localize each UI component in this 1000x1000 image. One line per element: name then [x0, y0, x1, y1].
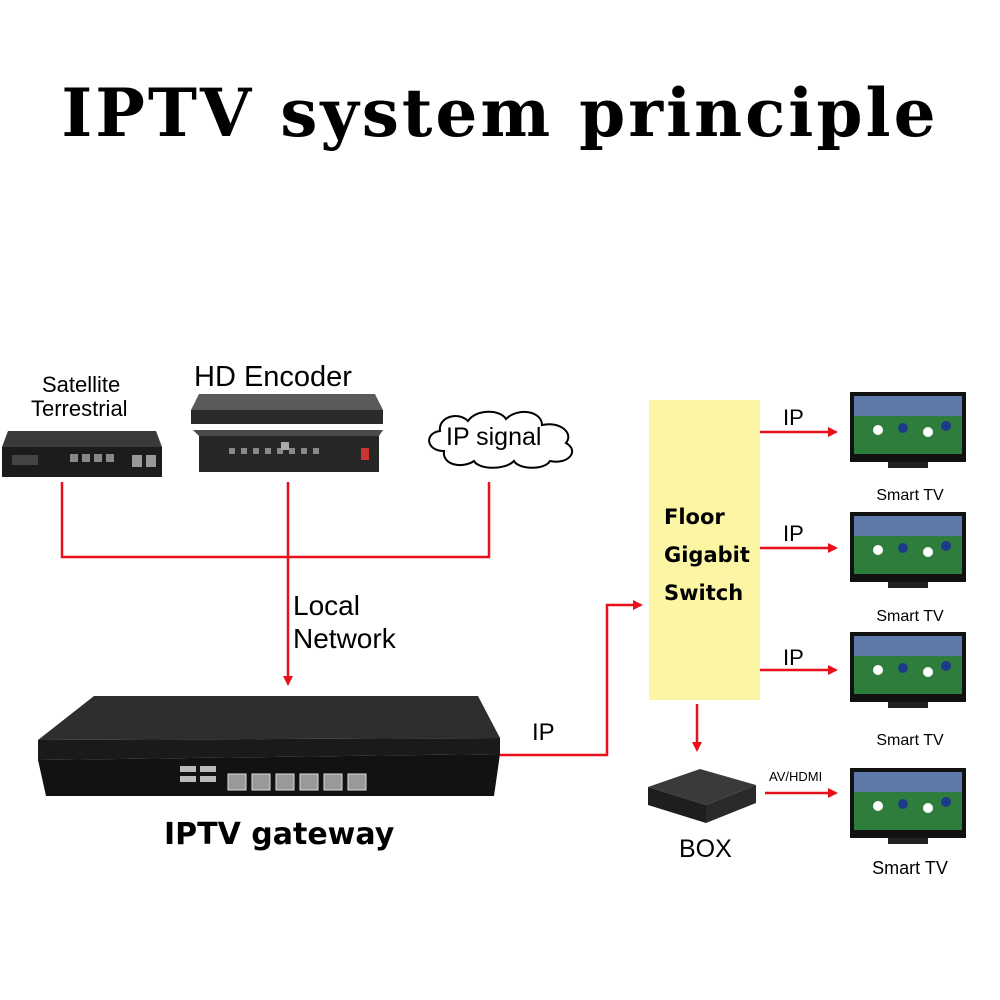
terrestrial-label: Terrestrial	[31, 396, 128, 421]
iptv-gateway-device	[38, 696, 500, 796]
smart-tv-1-caption: Smart TV	[876, 487, 944, 504]
smart-tv-4-caption: Smart TV	[872, 858, 948, 878]
network-label: Network	[293, 623, 396, 654]
satellite-receiver	[2, 431, 162, 477]
switch-label-gigabit: Gigabit	[664, 543, 750, 567]
smart-tv-2-caption: Smart TV	[876, 608, 944, 625]
page-title: IPTV system principle	[61, 74, 939, 152]
smart-tv-4	[850, 768, 966, 844]
ip-signal-label: IP signal	[446, 423, 542, 451]
gateway-ip-label: IP	[532, 719, 555, 746]
smart-tv-2	[850, 512, 966, 588]
hd-encoder-label: HD Encoder	[194, 361, 352, 393]
set-top-box	[648, 769, 756, 823]
satellite-wire	[60, 482, 491, 559]
switch-label-floor: Floor	[664, 505, 725, 529]
av-hdmi-label: AV/HDMI	[769, 769, 823, 784]
satellite-label: Satellite	[42, 372, 121, 397]
smart-tv-1	[850, 392, 966, 468]
box-label: BOX	[679, 835, 732, 863]
iptv-gateway-label: IPTV gateway	[164, 817, 395, 852]
hd-encoder	[191, 394, 383, 472]
smart-tv-3	[850, 632, 966, 708]
floor-gigabit-switch	[649, 400, 760, 700]
tv2-ip-label: IP	[783, 521, 804, 546]
switch-label-switch: Switch	[664, 581, 744, 605]
tv1-ip-label: IP	[783, 405, 804, 430]
tv3-ip-label: IP	[783, 645, 804, 670]
ip-signal-cloud	[428, 410, 573, 469]
smart-tv-3-caption: Smart TV	[876, 732, 944, 749]
local-label: Local	[293, 590, 360, 621]
gateway-to-switch-arrow	[500, 600, 643, 757]
